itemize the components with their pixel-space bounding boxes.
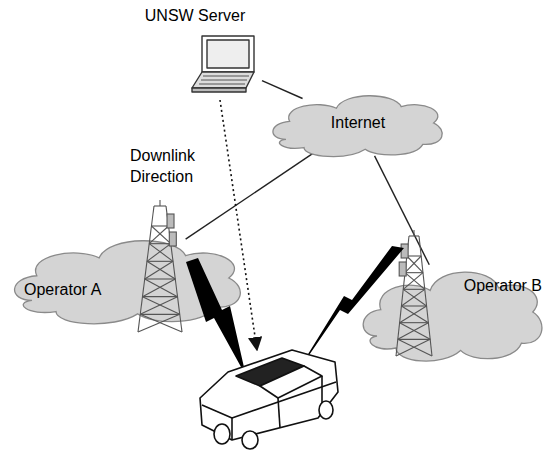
cell-tower [138,200,182,332]
radio-link [186,258,246,376]
network-name: Operator A [24,280,101,299]
car [200,350,338,449]
network-name: Operator B [464,276,542,295]
cloud-outline [358,252,548,372]
network-link [186,152,316,240]
network-link [262,81,303,99]
direction-label: Downlink Direction [130,146,214,188]
cloud-outline [273,96,442,157]
cloud-outline [363,272,542,361]
server-computer: UNSW Server [128,4,262,98]
server-label: UNSW Server [145,6,245,25]
network-name: Internet [331,113,385,132]
network-cloud: Internet [268,82,448,164]
network-cloud: Operator B [358,252,548,372]
